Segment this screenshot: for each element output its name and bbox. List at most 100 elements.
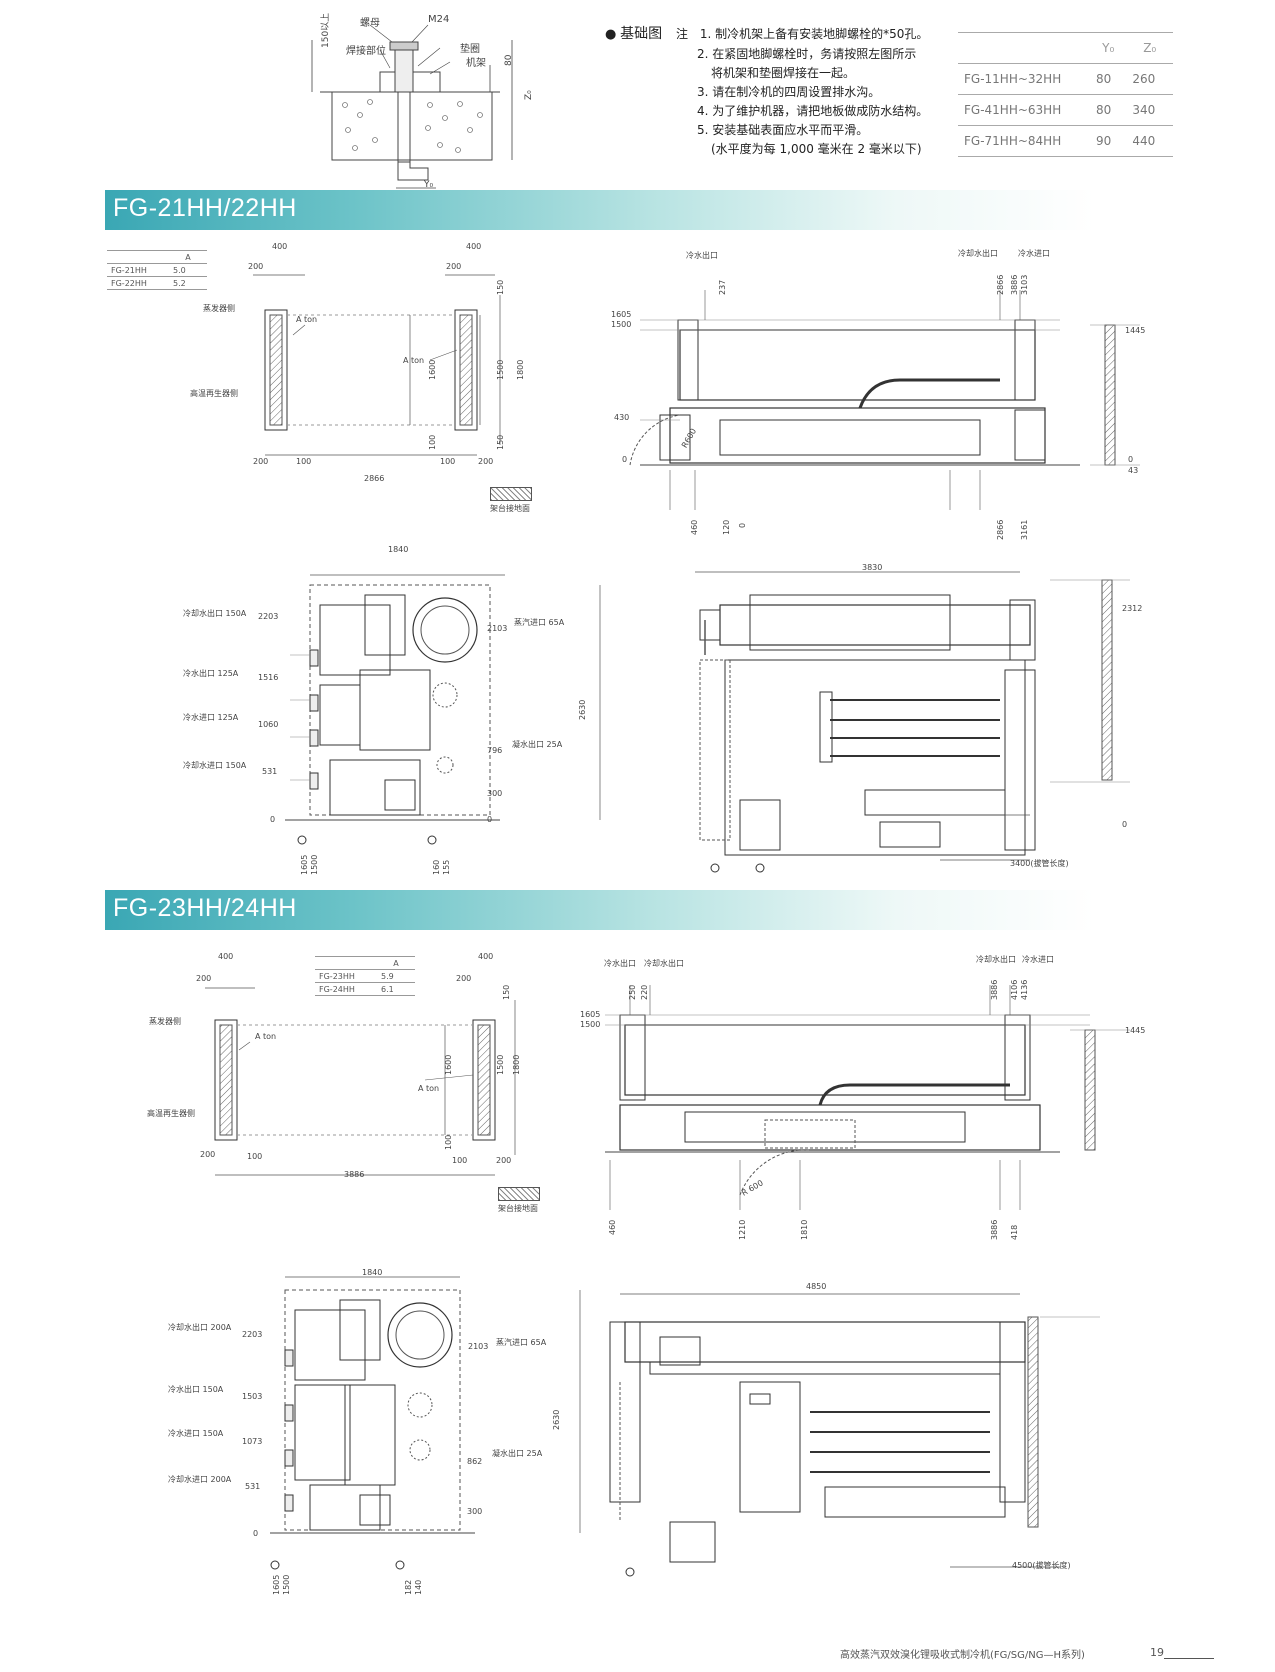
- s2-front-d0: 0: [253, 1529, 259, 1538]
- s2-front-d2203: 2203: [242, 1330, 263, 1339]
- s1-plan-d200-br: 200: [478, 457, 494, 466]
- s1-side-d120: 120: [722, 519, 731, 535]
- s2-plan-d100-v: 100: [444, 1134, 453, 1150]
- s1-side-d430: 430: [614, 413, 630, 422]
- model-table-header: A: [377, 956, 415, 970]
- table-row: FG-71HH~84HH 90 440: [958, 125, 1173, 157]
- s2-top-view: [609, 1293, 1100, 1577]
- spec-cell: 440: [1126, 125, 1173, 157]
- model-cell: 5.2: [169, 276, 207, 290]
- s1-front-d1516: 1516: [258, 673, 279, 682]
- table-row: FG-41HH~63HH 80 340: [958, 94, 1173, 126]
- s2-plan-view: [205, 987, 516, 1176]
- s1-plan-d100-v: 100: [428, 434, 437, 450]
- s2-plan-d150-top: 150: [502, 984, 511, 1000]
- s2-side-d220: 220: [640, 984, 649, 1000]
- s1-plan-d200-tl: 200: [248, 262, 264, 271]
- s1-plan-regen-side: 高温再生器侧: [190, 389, 238, 398]
- s1-front-d2630: 2630: [578, 699, 587, 720]
- s2-front-d1840: 1840: [362, 1268, 383, 1277]
- s1-front-cool-in: 冷却水进口 150A: [183, 761, 247, 770]
- s1-front-chilled-in: 冷水进口 125A: [183, 713, 239, 722]
- s1-front-d300: 300: [487, 789, 503, 798]
- s2-side-cool-in: 冷水进口: [1022, 955, 1054, 964]
- note-2: 2. 在紧固地脚螺栓时，务请按照左图所示: [697, 47, 917, 61]
- s2-plan-a-ton-2: A ton: [418, 1084, 440, 1093]
- label-weld: 焊接部位: [346, 46, 386, 57]
- s1-side-d3103: 3103: [1020, 274, 1029, 295]
- s1-front-chilled-out: 冷水出口 125A: [183, 669, 239, 678]
- s2-side-d3886-top: 3886: [990, 979, 999, 1000]
- s2-top-tube: 4500(拔管长度): [1012, 1561, 1071, 1570]
- label-bolt: 螺母: [360, 18, 380, 29]
- model-table-blank: [107, 250, 169, 264]
- s1-side-d0: 0: [622, 455, 628, 464]
- s2-front-d1605: 1605: [272, 1574, 281, 1595]
- s1-plan-d200-bl: 200: [253, 457, 269, 466]
- s2-front-cond-out: 凝水出口 25A: [492, 1449, 543, 1458]
- s1-front-d1605: 1605: [300, 854, 309, 875]
- spec-cell: 80: [1090, 94, 1127, 126]
- label-y0: Y₀: [424, 180, 434, 190]
- s1-side-d2866-bot: 2866: [996, 519, 1005, 540]
- s2-plan-legend-swatch: [498, 1187, 540, 1201]
- s2-plan-d400-right: 400: [478, 952, 494, 961]
- s2-plan-legend-label: 架台接地面: [498, 1204, 538, 1213]
- note-2b: 将机架和垫圈焊接在一起。: [711, 66, 856, 80]
- s2-plan-a-ton-1: A ton: [255, 1032, 277, 1041]
- model-cell: 5.9: [377, 969, 415, 983]
- s1-top-view: [695, 571, 1130, 873]
- s1-front-d160: 160: [432, 859, 441, 875]
- spec-cell: FG-11HH~32HH: [958, 63, 1090, 95]
- label-min150: 150以上: [321, 12, 331, 48]
- s1-front-d2103: 2103: [487, 624, 508, 633]
- s2-side-cool-out2: 冷却水出口: [644, 959, 684, 968]
- s1-plan-legend-swatch: [490, 487, 532, 501]
- s1-plan-d1800: 1800: [516, 359, 525, 380]
- s2-side-d4106: 4106: [1010, 979, 1019, 1000]
- label-washer: 垫圈: [460, 44, 480, 55]
- s2-side-d460: 460: [608, 1219, 617, 1235]
- s1-side-d1445: 1445: [1125, 326, 1146, 335]
- label-frame: 机架: [466, 58, 486, 69]
- s2-plan-regen-side: 高温再生器侧: [147, 1109, 195, 1118]
- s1-front-cond-out: 凝水出口 25A: [512, 740, 563, 749]
- s1-front-d531: 531: [262, 767, 278, 776]
- foundation-spec-table: Y₀ Z₀ FG-11HH~32HH 80 260 FG-41HH~63HH 8…: [958, 32, 1173, 157]
- section1-title: FG-21HH/22HH: [113, 194, 297, 222]
- s2-front-d2103: 2103: [468, 1342, 489, 1351]
- s2-front-d531: 531: [245, 1482, 261, 1491]
- s1-side-d1605: 1605: [611, 310, 632, 319]
- model-cell: 5.0: [169, 263, 207, 277]
- s2-front-cool-out: 冷却水出口 200A: [168, 1323, 232, 1332]
- s1-front-d155: 155: [442, 859, 451, 875]
- section1-banner: FG-21HH/22HH: [105, 190, 1095, 230]
- s2-front-d140: 140: [414, 1579, 423, 1595]
- s2-front-d300: 300: [467, 1507, 483, 1516]
- spec-cell: FG-41HH~63HH: [958, 94, 1090, 126]
- s1-plan-d150-top: 150: [496, 279, 505, 295]
- s2-side-d1810: 1810: [800, 1219, 809, 1240]
- note-3: 3. 请在制冷机的四周设置排水沟。: [697, 85, 881, 99]
- foundation-title: 基础图: [620, 26, 663, 42]
- s1-plan-d400-left: 400: [272, 242, 288, 251]
- note-4: 4. 为了维护机器，请把地板做成防水结构。: [697, 104, 929, 118]
- s1-front-d2203: 2203: [258, 612, 279, 621]
- s2-side-d1210: 1210: [738, 1219, 747, 1240]
- s1-side-d0-bot: 0: [738, 522, 747, 528]
- section2-title: FG-23HH/24HH: [113, 894, 297, 922]
- s2-side-d1605: 1605: [580, 1010, 601, 1019]
- s1-plan-d400-right: 400: [466, 242, 482, 251]
- spec-header-row: Y₀ Z₀: [958, 32, 1173, 64]
- s2-plan-d200-br: 200: [496, 1156, 512, 1165]
- s1-plan-d2866: 2866: [364, 474, 385, 483]
- s1-side-d3161: 3161: [1020, 519, 1029, 540]
- s2-plan-d1500: 1500: [496, 1054, 505, 1075]
- s2-front-chilled-out: 冷水出口 150A: [168, 1385, 224, 1394]
- s2-plan-d100-bl: 100: [247, 1152, 263, 1161]
- s2-front-steam-in: 蒸汽进口 65A: [496, 1338, 547, 1347]
- note-5b: (水平度为每 1,000 毫米在 2 毫米以下): [711, 142, 922, 156]
